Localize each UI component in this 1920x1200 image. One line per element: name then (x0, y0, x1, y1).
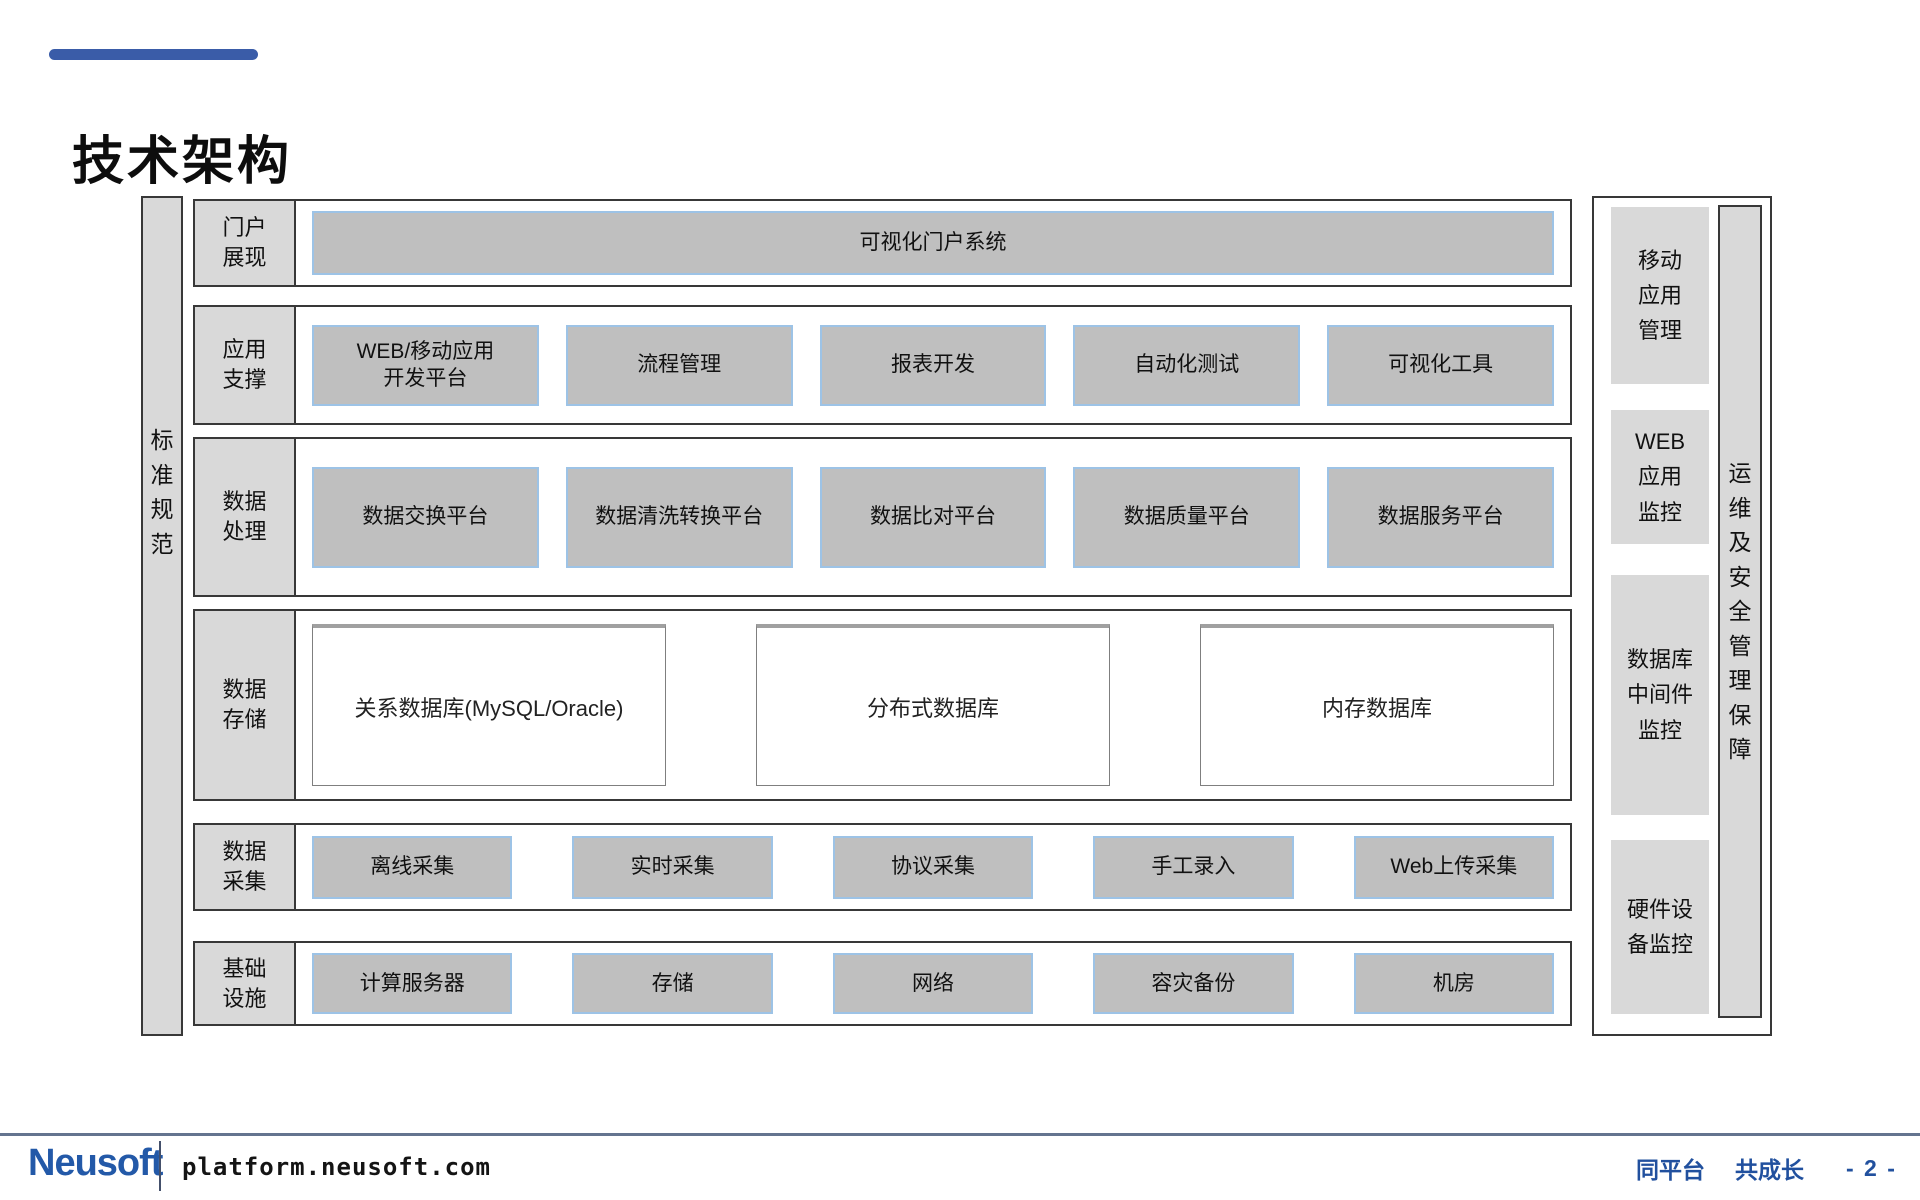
row-label-infrastructure: 基础设施 (195, 943, 296, 1024)
ops-security-bar-label: 运维及安全管理保障 (1728, 460, 1752, 763)
process-mgmt-box: 流程管理 (565, 324, 793, 406)
row-content-infrastructure: 计算服务器 存储 网络 容灾备份 机房 (296, 943, 1570, 1024)
standards-bar-label: 标准规范 (150, 427, 174, 557)
row-content-data-storage: 关系数据库(MySQL/Oracle) 分布式数据库 内存数据库 (296, 611, 1570, 799)
ops-security-bar: 运维及安全管理保障 (1718, 205, 1762, 1018)
row-label-data-processing: 数据处理 (195, 439, 296, 595)
standards-bar: 标准规范 (141, 196, 183, 1036)
realtime-collect-box: 实时采集 (572, 835, 773, 899)
row-content-data-collection: 离线采集 实时采集 协议采集 手工录入 Web上传采集 (296, 825, 1570, 909)
report-dev-box: 报表开发 (819, 324, 1047, 406)
neusoft-logo: Neusoft (28, 1142, 163, 1184)
offline-collect-box: 离线采集 (312, 835, 513, 899)
row-app-support: 应用支撑 WEB/移动应用 开发平台 流程管理 报表开发 自动化测试 可视化工具 (193, 305, 1572, 425)
row-data-processing: 数据处理 数据交换平台 数据清洗转换平台 数据比对平台 数据质量平台 数据服务平… (193, 437, 1572, 597)
mobile-app-mgmt-box: 移动 应用 管理 (1611, 207, 1709, 384)
data-exchange-box: 数据交换平台 (312, 466, 539, 568)
row-content-portal: 可视化门户系统 (296, 201, 1570, 285)
compute-server-box: 计算服务器 (312, 953, 513, 1014)
row-content-data-processing: 数据交换平台 数据清洗转换平台 数据比对平台 数据质量平台 数据服务平台 (296, 439, 1570, 595)
in-memory-db-box: 内存数据库 (1200, 624, 1554, 786)
footer-slogan-part1: 同平台 (1636, 1157, 1705, 1183)
row-label-data-storage: 数据存储 (195, 611, 296, 799)
row-infrastructure: 基础设施 计算服务器 存储 网络 容灾备份 机房 (193, 941, 1572, 1026)
row-data-collection: 数据采集 离线采集 实时采集 协议采集 手工录入 Web上传采集 (193, 823, 1572, 911)
portal-system-box: 可视化门户系统 (312, 211, 1554, 275)
page-title: 技术架构 (72, 132, 293, 191)
storage-box: 存储 (572, 953, 773, 1014)
row-label-data-collection: 数据采集 (195, 825, 296, 909)
row-portal: 门户展现 可视化门户系统 (193, 199, 1572, 287)
footer-divider-line (0, 1133, 1920, 1136)
relational-db-box: 关系数据库(MySQL/Oracle) (312, 624, 666, 786)
row-data-storage: 数据存储 关系数据库(MySQL/Oracle) 分布式数据库 内存数据库 (193, 609, 1572, 801)
accent-line (49, 49, 258, 60)
db-middleware-monitor-box: 数据库 中间件 监控 (1611, 575, 1709, 815)
disaster-backup-box: 容灾备份 (1093, 953, 1294, 1014)
row-label-portal: 门户展现 (195, 201, 296, 285)
page-number: - 2 - (1846, 1154, 1897, 1181)
distributed-db-box: 分布式数据库 (756, 624, 1110, 786)
row-label-app-support: 应用支撑 (195, 307, 296, 423)
web-upload-collect-box: Web上传采集 (1353, 835, 1555, 899)
data-compare-box: 数据比对平台 (819, 466, 1047, 568)
data-cleaning-box: 数据清洗转换平台 (565, 466, 793, 568)
auto-test-box: 自动化测试 (1073, 324, 1301, 406)
hardware-monitor-box: 硬件设 备监控 (1611, 840, 1709, 1014)
footer-slogan: 同平台 共成长 - 2 - (1636, 1151, 1897, 1185)
web-mobile-dev-platform-box: WEB/移动应用 开发平台 (312, 324, 539, 406)
footer-slogan-part2: 共成长 (1735, 1157, 1804, 1183)
protocol-collect-box: 协议采集 (832, 835, 1034, 899)
row-content-app-support: WEB/移动应用 开发平台 流程管理 报表开发 自动化测试 可视化工具 (296, 307, 1570, 423)
visualization-tools-box: 可视化工具 (1327, 324, 1554, 406)
data-quality-box: 数据质量平台 (1073, 466, 1301, 568)
manual-entry-box: 手工录入 (1093, 835, 1294, 899)
footer-vertical-divider (159, 1141, 161, 1191)
server-room-box: 机房 (1353, 953, 1555, 1014)
data-service-box: 数据服务平台 (1327, 466, 1554, 568)
web-app-monitor-box: WEB 应用 监控 (1611, 410, 1709, 544)
footer-site-url: platform.neusoft.com (182, 1153, 491, 1181)
network-box: 网络 (832, 953, 1034, 1014)
